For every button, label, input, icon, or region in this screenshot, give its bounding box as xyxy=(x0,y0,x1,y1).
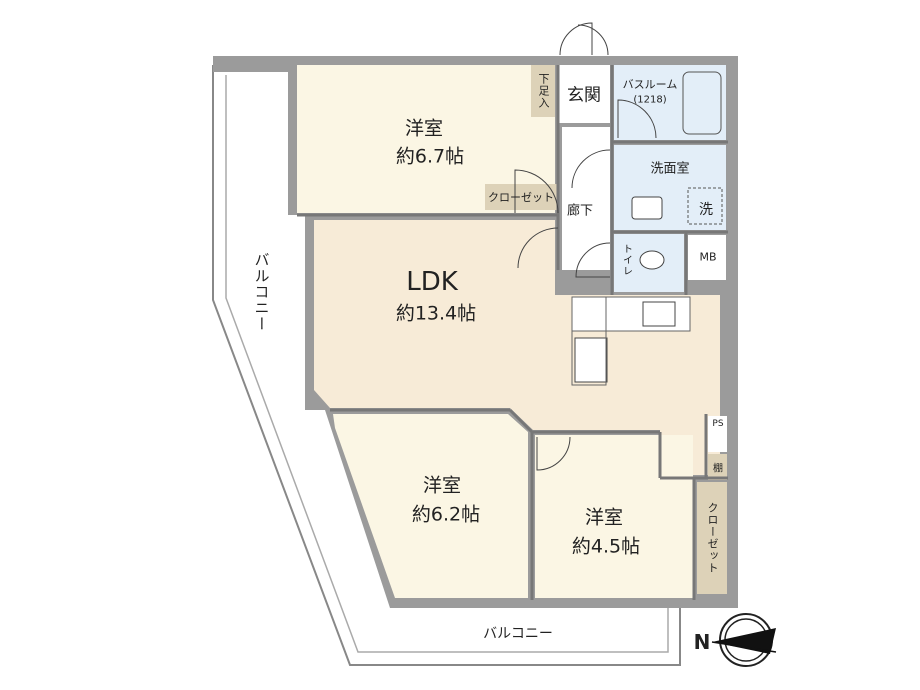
bathroom-size: (1218) xyxy=(633,94,667,106)
toilet-bowl xyxy=(639,250,665,270)
ps-floor xyxy=(708,416,727,452)
bathtub xyxy=(682,71,722,135)
entrance-floor xyxy=(558,65,610,123)
hallway-label: 廊下 xyxy=(566,203,594,219)
balcony-outline xyxy=(212,65,681,666)
compass-icon xyxy=(711,613,777,667)
room-ldk-name: LDK xyxy=(406,267,458,297)
entrance-label: 玄関 xyxy=(567,85,601,106)
balcony-inner xyxy=(225,75,669,653)
ps-label: PS xyxy=(712,419,724,429)
mb-floor xyxy=(688,235,726,280)
closet2-floor xyxy=(697,482,727,594)
room-ldk-size: 約13.4帖 xyxy=(395,302,477,325)
balcony-left-label: バルコニー xyxy=(252,252,271,332)
mb-label: MB xyxy=(699,250,717,264)
room-western3-name: 洋室 xyxy=(584,506,624,529)
closet2-label: クローゼット xyxy=(706,502,719,574)
washroom-label: 洗面室 xyxy=(650,161,690,177)
room-western2-name: 洋室 xyxy=(422,474,462,497)
door-swings xyxy=(514,22,657,471)
room-western3-size: 約4.5帖 xyxy=(571,535,641,558)
room-western2-size: 約6.2帖 xyxy=(411,503,481,526)
shelf-label: 棚 xyxy=(713,463,723,475)
interior-walls xyxy=(297,65,728,600)
hallway-floor xyxy=(562,127,610,270)
washer-space xyxy=(687,187,723,225)
compass-north-label: N xyxy=(693,630,711,654)
shoe-closet xyxy=(531,65,555,117)
shelf-floor xyxy=(708,454,727,480)
room-western2-floor xyxy=(333,414,528,598)
closet1-label: クローゼット xyxy=(488,191,554,204)
room-western1-name: 洋室 xyxy=(404,117,444,140)
room-western3-floor xyxy=(535,435,693,598)
room-western1-size: 約6.7帖 xyxy=(395,145,465,168)
washer-label: 洗 xyxy=(699,202,713,218)
closet1-floor xyxy=(485,184,557,210)
sink xyxy=(631,196,663,220)
stove xyxy=(642,301,676,327)
kitchen-sink xyxy=(574,337,608,383)
kitchen-island xyxy=(571,296,607,386)
toilet-label: トイレ xyxy=(620,243,632,277)
bathroom-label: バスルーム xyxy=(622,78,678,91)
shoe-closet-label: 下足入 xyxy=(537,73,550,109)
balcony-bottom-label: バルコニー xyxy=(483,626,553,642)
room-ldk-floor xyxy=(314,220,720,475)
